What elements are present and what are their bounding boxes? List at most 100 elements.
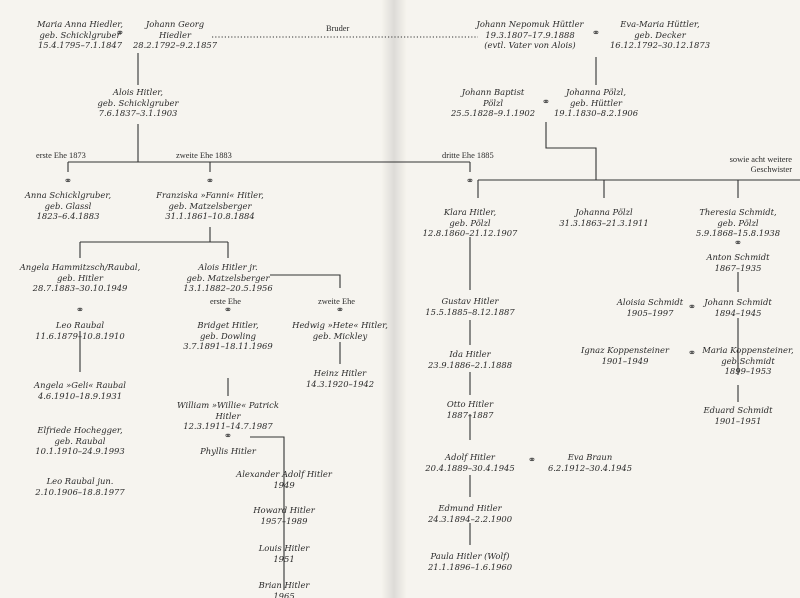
person-text-line: 23.9.1886–2.1.1888: [427, 359, 513, 370]
marriage-ring-icon: ⚭: [63, 176, 73, 187]
person-text-line: Maria Anna Hiedler,: [36, 19, 124, 29]
person-text-line: 1867–1935: [714, 262, 762, 273]
brother-label: Bruder: [326, 24, 350, 33]
person-text-line: 19.3.1807–17.9.1888: [485, 29, 575, 40]
person-text-line: Leo Raubal: [55, 320, 105, 330]
person-text-line: 14.3.1920–1942: [305, 378, 375, 389]
person-text-line: Eva-Maria Hüttler,: [620, 19, 700, 29]
person-text-line: Klara Hitler,: [443, 207, 497, 217]
person-text-line: geb. Hüttler: [569, 97, 623, 108]
marriage-ring-icon: ⚭: [205, 176, 215, 187]
person-text-line: Johann Georg: [145, 19, 205, 29]
person-text-line: 16.12.1792–30.12.1873: [609, 40, 711, 51]
alois-jr-first-marriage-label: erste Ehe: [210, 297, 241, 306]
person-text-line: 21.1.1896–1.6.1960: [427, 561, 513, 572]
person-text-line: Leo Raubal jun.: [46, 476, 114, 486]
person-text-line: Maria Koppensteiner,: [702, 345, 794, 355]
person-text-line: 25.5.1828–9.1.1902: [450, 108, 536, 119]
marriage-ring-icon: ⚭: [75, 305, 85, 316]
first-marriage-label: erste Ehe 1873: [36, 151, 86, 160]
person-text-line: geb. Pölzl: [717, 217, 759, 228]
person-text-line: 15.4.1795–7.1.1847: [37, 40, 123, 51]
person-text-line: 13.1.1882–20.5.1956: [183, 283, 273, 294]
person-text-line: 6.2.1912–30.4.1945: [547, 462, 633, 473]
person-text-line: 28.2.1792–9.2.1857: [132, 40, 218, 51]
person-text-line: 31.3.1863–21.3.1911: [559, 217, 649, 228]
person-text-line: geb. Raubal: [54, 435, 106, 446]
person-paula: Paula Hitler (Wolf)21.1.1896–1.6.1960: [428, 551, 512, 572]
person-text-line: 1887–1887: [446, 409, 494, 420]
person-text-line: Ignaz Koppensteiner: [581, 345, 669, 355]
person-text-line: Gustav Hitler: [441, 296, 499, 306]
person-text-line: 19.1.1830–8.2.1906: [553, 108, 639, 119]
person-text-line: geb. Schicklgruber: [39, 29, 121, 40]
person-text-line: geb. Mickley: [312, 330, 368, 341]
person-text-line: geb. Glassl: [44, 200, 92, 211]
book-spine: [381, 0, 407, 598]
person-text-line: Hedwig »Hete« Hitler,: [292, 320, 388, 330]
marriage-ring-icon: ⚭: [687, 348, 697, 359]
siblings-note: sowie acht weitere Geschwister: [729, 155, 792, 174]
person-text-line: Eva Braun: [567, 452, 613, 462]
person-text-line: Hitler: [215, 410, 241, 421]
person-text-line: Ida Hitler: [449, 349, 491, 359]
person-text-line: 1901–1951: [714, 415, 762, 426]
person-text-line: Paula Hitler (Wolf): [430, 551, 510, 561]
person-text-line: Theresia Schmidt,: [699, 207, 777, 217]
person-text-line: geb. Hitler: [56, 272, 103, 283]
person-text-line: geb.Schmidt: [721, 355, 775, 366]
marriage-ring-icon: ⚭: [465, 176, 475, 187]
marriage-ring-icon: ⚭: [115, 28, 125, 39]
person-text-line: 3.7.1891–18.11.1969: [183, 341, 273, 352]
person-text-line: Howard Hitler: [253, 505, 315, 515]
person-hedwig: Hedwig »Hete« Hitler,geb. Mickley: [292, 320, 388, 341]
person-text-line: 1905–1997: [626, 307, 674, 318]
person-text-line: 1901–1949: [601, 355, 649, 366]
person-text-line: Angela »Geli« Raubal: [34, 380, 126, 390]
person-text-line: 20.4.1889–30.4.1945: [425, 462, 515, 473]
person-text-line: 12.8.1860–21.12.1907: [422, 228, 518, 239]
alois-jr-second-marriage-label: zweite Ehe: [318, 297, 355, 306]
person-text-line: geb. Pölzl: [449, 217, 491, 228]
person-text-line: 31.1.1861–10.8.1884: [165, 211, 255, 222]
person-franziska: Franziska »Fanni« Hitler,geb. Matzelsber…: [156, 190, 264, 222]
person-text-line: 24.3.1894–2.2.1900: [427, 513, 513, 524]
person-leo-jun: Leo Raubal jun.2.10.1906–18.8.1977: [35, 476, 124, 497]
person-text-line: 1957–1989: [260, 515, 308, 526]
marriage-ring-icon: ⚭: [591, 28, 601, 39]
person-text-line: Alexander Adolf Hitler: [236, 469, 332, 479]
person-text-line: 1899–1953: [724, 366, 772, 377]
person-text-line: Johann Nepomuk Hüttler: [476, 19, 584, 29]
marriage-ring-icon: ⚭: [541, 97, 551, 108]
person-text-line: Phyllis Hitler: [200, 446, 256, 456]
person-text-line: 4.6.1910–18.9.1931: [37, 390, 123, 401]
